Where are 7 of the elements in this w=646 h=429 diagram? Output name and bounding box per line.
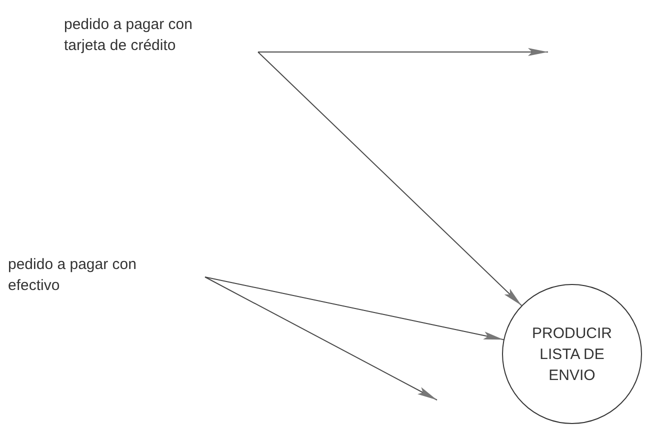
arrow <box>258 52 522 306</box>
arrow <box>258 48 548 56</box>
arrow <box>204 276 504 340</box>
arrow <box>204 276 438 400</box>
data-flow-label: pedido a pagar con tarjeta de crédito <box>64 14 199 56</box>
data-flow-label: pedido a pagar con efectivo <box>8 254 143 296</box>
process-label: PRODUCIR LISTA DE ENVIO <box>530 324 613 386</box>
